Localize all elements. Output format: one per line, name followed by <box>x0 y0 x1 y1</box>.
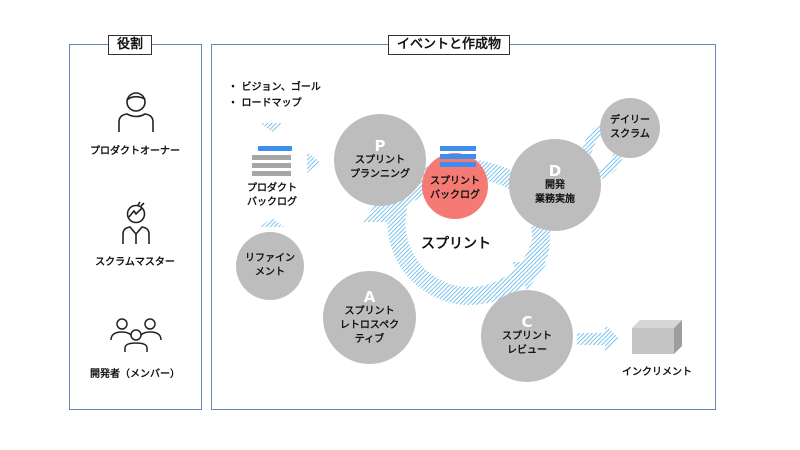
check-letter: C <box>521 313 533 331</box>
sprint-retrospective-circle[interactable]: A スプリント レトロスペク ティブ <box>323 271 416 364</box>
arrow-head-to-review <box>512 262 548 290</box>
refinement-circle[interactable]: リファイン メント <box>236 232 304 300</box>
role-label-product-owner: プロダクトオーナー <box>90 146 180 157</box>
sprint-backlog-stack-icon <box>440 146 476 168</box>
person-icon <box>118 92 154 132</box>
role-label-scrum-master: スクラムマスター <box>95 257 175 268</box>
arrow-review-to-increment-head <box>605 325 620 353</box>
increment-box-icon <box>632 320 682 354</box>
product-backlog-label: プロダクト バックログ <box>247 183 297 208</box>
input-vision-goal: ・ ビジョン、ゴール <box>228 82 321 93</box>
events-panel-title: イベントと作成物 <box>388 35 511 55</box>
product-goal-inputs: ・ ビジョン、ゴール ・ ロードマップ <box>228 80 321 112</box>
act-letter: A <box>363 287 376 306</box>
arrow-inputs-to-backlog <box>260 123 284 132</box>
increment-label: インクリメント <box>622 367 692 378</box>
daily-scrum-circle[interactable]: デイリー スクラム <box>600 98 660 158</box>
arrow-backlog-to-planning <box>307 152 320 173</box>
sprint-review-circle[interactable]: C スプリント レビュー <box>481 290 573 382</box>
group-icon <box>110 318 162 352</box>
backlog-stack-icon <box>252 146 292 178</box>
roles-panel <box>69 44 202 410</box>
input-roadmap: ・ ロードマップ <box>228 98 302 109</box>
planning-letter: P <box>374 137 386 155</box>
person-spiky-hair-icon <box>122 201 150 244</box>
development-circle[interactable]: D 開発 業務実施 <box>509 139 601 231</box>
roles-panel-title: 役割 <box>108 35 153 55</box>
sprint-label: スプリント <box>421 236 491 252</box>
arrow-refinement-to-backlog <box>260 218 284 227</box>
sprint-planning-circle[interactable]: P スプリント プランニング <box>334 114 426 206</box>
do-letter: D <box>548 162 562 180</box>
arrow-review-to-increment-shaft <box>577 333 607 345</box>
role-label-developers: 開発者（メンバー） <box>90 369 180 380</box>
